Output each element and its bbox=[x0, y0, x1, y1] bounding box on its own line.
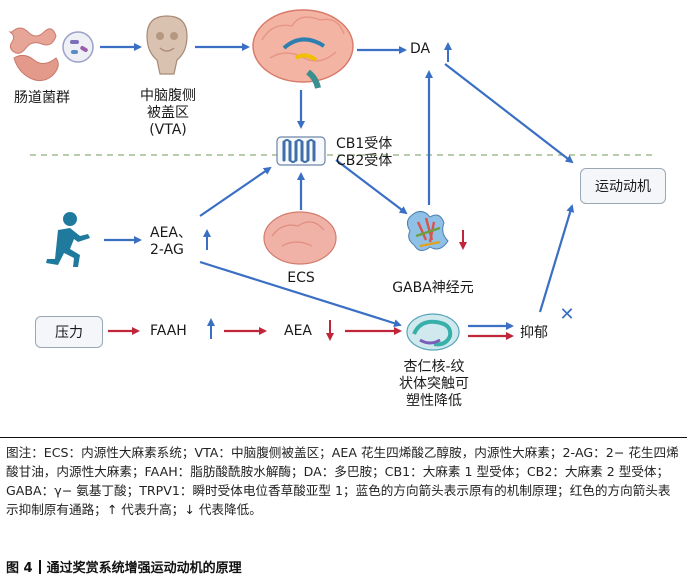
amygdala-line-2: 状体突触可 bbox=[399, 376, 469, 392]
figure-title-text: 通过奖赏系统增强运动动机的原理 bbox=[46, 561, 242, 576]
amygdala-label: 杏仁核-纹 状体突触可 塑性降低 bbox=[388, 359, 480, 410]
brain-icon bbox=[252, 9, 354, 89]
arrow-aea-amygdala bbox=[199, 260, 402, 328]
figure-title: 图 4 通过奖赏系统增强运动动机的原理 bbox=[6, 557, 682, 576]
runner-icon bbox=[46, 212, 90, 267]
aea-2ag-line-1: AEA、 bbox=[150, 225, 192, 241]
cb1-label: CB1受体 bbox=[336, 136, 393, 152]
depression-label: 抑郁 bbox=[520, 325, 548, 341]
amygdala-icon bbox=[406, 313, 460, 351]
figure-label: 图 4 bbox=[6, 561, 33, 576]
vta-label-line-2: 被盖区 bbox=[147, 105, 189, 121]
gaba-neuron-label: GABA神经元 bbox=[392, 280, 474, 296]
arrow-depression-motivation bbox=[538, 204, 575, 313]
arrow-aea-cb bbox=[199, 166, 272, 217]
vta-label-line-3: (VTA) bbox=[149, 122, 187, 138]
stress-box: 压力 bbox=[35, 316, 103, 348]
bacteria-icon bbox=[62, 31, 94, 63]
motivation-box: 运动动机 bbox=[580, 168, 666, 204]
mechanism-diagram: 肠道菌群 中脑腹侧 被盖区 (VTA) DA CB1受体 CB2受体 运动动机 … bbox=[8, 9, 666, 410]
vta-label: 中脑腹侧 被盖区 (VTA) bbox=[128, 88, 208, 139]
receptor-icon bbox=[276, 136, 326, 166]
aea-label: AEA bbox=[284, 323, 312, 339]
cb2-label: CB2受体 bbox=[336, 153, 393, 169]
arrow-da-motivation bbox=[444, 63, 574, 164]
da-label: DA bbox=[410, 41, 431, 57]
diagram-canvas bbox=[8, 9, 655, 351]
amygdala-line-1: 杏仁核-纹 bbox=[403, 359, 465, 375]
cb-receptor-label: CB1受体 CB2受体 bbox=[336, 136, 412, 170]
title-divider bbox=[38, 560, 41, 574]
brainstem-icon bbox=[146, 15, 188, 75]
block-cross-icon: ✕ bbox=[559, 304, 575, 325]
aea-2ag-line-2: 2-AG bbox=[150, 242, 184, 258]
gaba-protein-icon bbox=[406, 211, 449, 251]
faah-label: FAAH bbox=[150, 323, 187, 339]
arrow-cb-gaba bbox=[335, 159, 408, 215]
figure-caption: 图注：ECS：内源性大麻素系统；VTA：中脑腹侧被盖区；AEA 花生四烯酸乙醇胺… bbox=[6, 445, 679, 517]
ecs-label: ECS bbox=[287, 270, 315, 286]
aea-2ag-label: AEA、 2-AG bbox=[150, 225, 202, 259]
ecs-brain-icon bbox=[263, 211, 337, 265]
amygdala-line-3: 塑性降低 bbox=[406, 393, 462, 409]
caption-separator bbox=[0, 437, 687, 438]
vta-label-line-1: 中脑腹侧 bbox=[140, 88, 196, 104]
intestine-icon bbox=[8, 27, 59, 82]
gut-microbiota-label: 肠道菌群 bbox=[14, 90, 70, 106]
